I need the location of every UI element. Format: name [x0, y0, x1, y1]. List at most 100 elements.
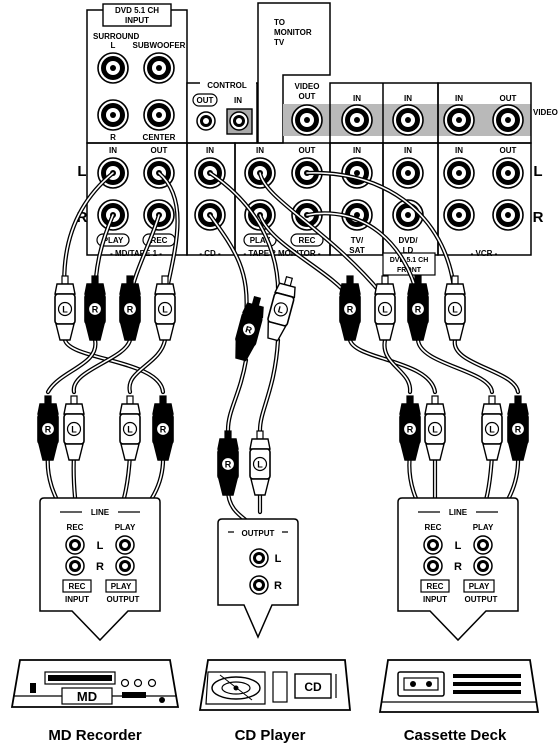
md-jack-box-rec-box-label: REC — [69, 582, 86, 591]
plug-letter: R — [225, 460, 232, 470]
vcr-out-r-jack — [492, 199, 524, 231]
rca-plug-11: R — [37, 395, 59, 461]
video-in-dvd-jack — [392, 104, 424, 136]
tape2-play-pill-label: PLAY — [250, 236, 271, 245]
vcr-out-l-jack — [492, 157, 524, 189]
control-title-bg — [200, 78, 256, 90]
rca-plug-19: L — [481, 395, 503, 461]
surround-r-jack — [97, 99, 129, 131]
dvd-input-title-box — [102, 3, 172, 27]
surround-l-label: L — [111, 41, 116, 50]
md-jack-box-input-label: INPUT — [65, 595, 89, 604]
cable-cas-b — [382, 337, 413, 395]
tape2-rec-pill-label: REC — [299, 236, 316, 245]
md-jack-box-l-label: L — [97, 540, 104, 552]
cassette-jack-box-play-label: PLAY — [473, 523, 494, 532]
cable-cas-d — [452, 337, 521, 395]
tv-sat-label-1: TV/ — [351, 236, 364, 245]
video-out-jack — [291, 104, 323, 136]
plug-letter: R — [160, 425, 167, 435]
md-jack-box-line-label: LINE — [91, 508, 110, 517]
tv-sat-label-2: SAT — [349, 246, 365, 255]
cable-cas-c — [415, 337, 495, 395]
rca-plug-17: R — [399, 395, 421, 461]
video-side-label: VIDEO — [533, 108, 558, 117]
control-out-pill — [192, 93, 218, 107]
cd-l-jack — [249, 548, 269, 568]
rca-plug-5: R — [235, 295, 264, 362]
center-label: CENTER — [143, 133, 176, 142]
plug-letter: R — [244, 324, 253, 335]
md-tape1-label: - MD/TAPE 1 - — [110, 249, 162, 258]
cd-top-label: IN — [206, 146, 214, 155]
cassette-jack-box-l-label: L — [455, 540, 462, 552]
rca-plug-15: R — [217, 430, 239, 496]
plug-letter: L — [432, 425, 438, 435]
subwoofer-jack — [143, 52, 175, 84]
dvd-front-label-1: DVD 5.1 CH — [390, 257, 429, 264]
rca-plug-20: R — [507, 395, 529, 461]
rca-plug-10: L — [444, 275, 466, 341]
cable-md-l-down-b — [127, 337, 168, 395]
video-out-label-2: OUT — [299, 92, 316, 101]
md-in-top-label: IN — [109, 146, 117, 155]
control-out-label: OUT — [197, 96, 214, 105]
plug-letter: R — [515, 425, 522, 435]
plug-letter: L — [71, 425, 77, 435]
cassette-jack-box-rec-box-label: REC — [427, 582, 444, 591]
md-jack-box-r-label: R — [96, 561, 104, 573]
center-jack — [143, 99, 175, 131]
cassette-jack-box-rec-l-jack — [423, 535, 443, 555]
md-jack-box-play-label: PLAY — [115, 523, 136, 532]
cassette-jack-box-rec-label: REC — [425, 523, 442, 532]
rca-plug-14: R — [152, 395, 174, 461]
tape2-group-label: - TAPE 2 MONITOR - — [243, 249, 320, 258]
plug-letter: L — [489, 425, 495, 435]
dvd-ld-l-jack — [392, 157, 424, 189]
tv-sat-l-jack — [341, 157, 373, 189]
cd-group-label: - CD - — [199, 249, 221, 258]
plug-letter: R — [127, 305, 134, 315]
cable-md-l-down-a — [62, 337, 166, 395]
plug-letter: L — [257, 460, 263, 470]
cassette-jack-box-line-label: LINE — [449, 508, 468, 517]
cable-tape2-out-l — [304, 170, 458, 301]
cable-md-r-down-a — [45, 337, 98, 395]
md-jack-box-play-box-label: PLAY — [111, 582, 132, 591]
md-play-pill-label: PLAY — [103, 236, 124, 245]
cassette-deck-caption: Cassette Deck — [403, 727, 507, 744]
video-out-vcr-jack — [492, 104, 524, 136]
plug-letter: L — [382, 305, 388, 315]
control-out-jack — [196, 111, 216, 131]
plug-letter: R — [45, 425, 52, 435]
control-in-label: IN — [234, 96, 242, 105]
md-jack-box-play-l-jack — [115, 535, 135, 555]
cassette-jack-box-rec-r-jack — [423, 556, 443, 576]
cable-md-r-down-b — [71, 337, 133, 395]
cable-cd-r — [207, 212, 249, 321]
video-in-vcr-label: IN — [455, 94, 463, 103]
md-jack-box-rec-l-jack — [65, 535, 85, 555]
md-recorder-caption: MD Recorder — [48, 727, 142, 744]
video-in-vcr-jack — [443, 104, 475, 136]
video-in-tv-label: IN — [353, 94, 361, 103]
vcr-group-label: - VCR - — [471, 249, 498, 258]
rca-plug-8: L — [374, 275, 396, 341]
md-rec-pill-label: REC — [151, 236, 168, 245]
rca-plug-9: R — [407, 275, 429, 341]
cassette-jack-box-r-label: R — [454, 561, 462, 573]
cd-player-icon: CD — [198, 659, 351, 711]
tape2-in-top-label: IN — [256, 146, 264, 155]
md-out-top-label: OUT — [151, 146, 168, 155]
dvd-ld-top-label: IN — [404, 146, 412, 155]
cd-output-label: OUTPUT — [242, 529, 275, 538]
cd-r-jack — [249, 575, 269, 595]
cassette-jack-box-play-l-jack — [473, 535, 493, 555]
rca-plug-7: R — [339, 275, 361, 341]
md-device-label: MD — [77, 689, 97, 704]
